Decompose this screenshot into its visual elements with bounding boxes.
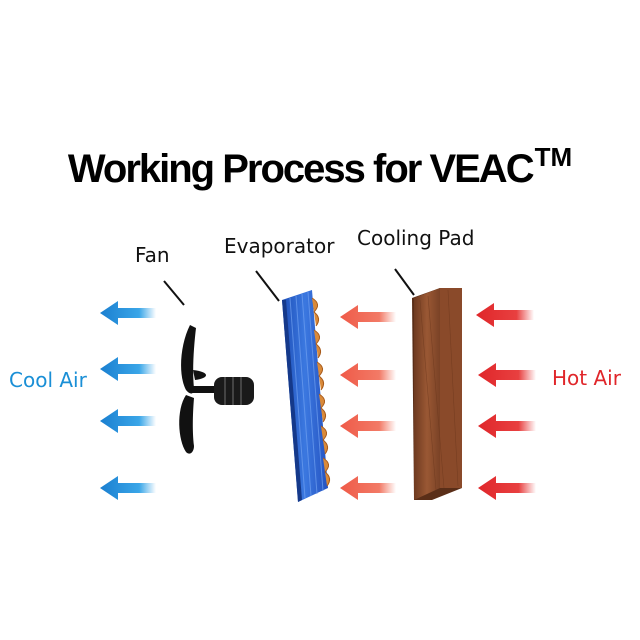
fan-label: Fan bbox=[135, 243, 170, 267]
warm-arrow-2 bbox=[340, 363, 396, 387]
warm-arrow-4 bbox=[340, 476, 396, 500]
evaporator-coil bbox=[282, 290, 331, 502]
hot-arrow-2 bbox=[478, 363, 536, 387]
evaporator-pointer bbox=[255, 270, 280, 302]
hot-air-label: Hot Air bbox=[552, 366, 621, 390]
cool-arrow-1 bbox=[100, 301, 156, 325]
hot-arrow-1 bbox=[476, 303, 534, 327]
title-text: Working Process for VEAC bbox=[67, 147, 535, 191]
cool-air-label: Cool Air bbox=[9, 368, 87, 392]
hot-air-arrows bbox=[476, 303, 536, 500]
fan-pointer bbox=[163, 280, 185, 306]
warm-arrow-3 bbox=[340, 414, 396, 438]
cool-arrow-3 bbox=[100, 409, 156, 433]
cooling-pad bbox=[412, 288, 462, 500]
hot-arrow-4 bbox=[478, 476, 536, 500]
cool-air-arrows bbox=[100, 301, 156, 500]
diagram-title: Working Process for VEACTM bbox=[0, 133, 640, 193]
warm-air-arrows bbox=[340, 305, 396, 500]
cool-arrow-2 bbox=[100, 357, 156, 381]
fan-icon bbox=[179, 325, 254, 454]
trademark-mark: TM bbox=[534, 142, 573, 172]
cool-arrow-4 bbox=[100, 476, 156, 500]
evaporator-label: Evaporator bbox=[224, 234, 335, 258]
warm-arrow-1 bbox=[340, 305, 396, 329]
hot-arrow-3 bbox=[478, 414, 536, 438]
cooling-pad-pointer bbox=[394, 268, 415, 296]
cooling-pad-label: Cooling Pad bbox=[357, 226, 475, 250]
